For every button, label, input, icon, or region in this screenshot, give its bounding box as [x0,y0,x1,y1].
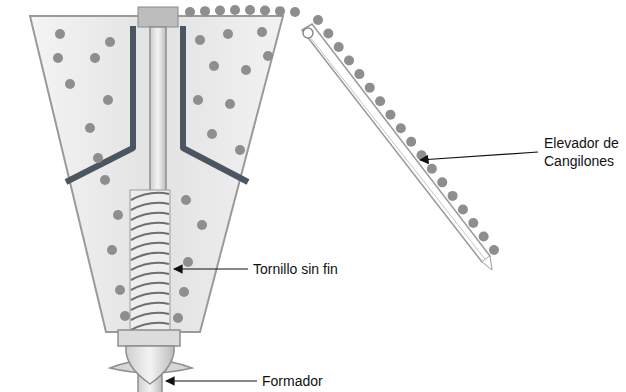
granule [225,99,235,109]
granule [406,137,416,147]
screw-thread [131,283,169,290]
elevator-tip [482,256,492,270]
leader-arrow [174,268,248,269]
granule [365,83,375,93]
granule [290,7,300,17]
screw-thread [131,253,169,260]
granule [53,53,63,63]
screw-thread [131,323,169,330]
granule [375,96,385,106]
granule [245,5,255,15]
part-label: Elevador de Cangilones [544,134,624,170]
granule [396,123,406,133]
elevator-pulley [303,28,313,38]
leader-arrow [166,380,257,381]
granule [107,245,117,255]
screw-thread [131,223,169,230]
granule [215,5,225,15]
screw-thread [131,193,169,200]
granule [195,35,205,45]
granule [65,79,75,89]
granule [209,61,219,71]
granules [53,5,499,323]
inner-baffle [66,26,133,182]
granule [207,129,217,139]
granule [85,123,95,133]
granule [185,7,195,17]
granule [448,191,458,201]
screw-thread [131,273,169,280]
granule [241,65,251,75]
granule [55,29,65,39]
granule [385,110,395,120]
granule [173,313,183,323]
granule [103,95,113,105]
inner-baffle [183,26,248,182]
granule [197,220,207,230]
granule [417,150,427,160]
granule [344,56,354,66]
granule [223,29,233,39]
granule [230,5,240,15]
granule [468,218,478,228]
screw-thread [131,313,169,320]
granule [113,210,123,220]
elevator-band [306,32,485,259]
granule [437,177,447,187]
screw-thread [131,193,169,330]
elevator-band [302,24,490,262]
screw-thread [131,213,169,220]
granule [313,15,323,25]
granule [354,69,364,79]
screw-thread [131,233,169,240]
granule [115,285,125,295]
top-cap [138,7,178,27]
granule [458,204,468,214]
screw-thread [131,203,169,210]
granule [93,153,103,163]
hopper [30,16,283,332]
granule [479,231,489,241]
granule [260,5,270,15]
screw-thread [131,263,169,270]
granule [100,175,110,185]
granule [427,164,437,174]
screw-thread [131,303,169,310]
screw-thread [131,243,169,250]
granule [90,53,100,63]
granule [193,95,203,105]
granule [200,6,210,16]
screw-body [130,190,170,332]
granule [105,37,115,47]
former-bulb [126,346,174,384]
screw-shaft [150,27,166,193]
granule [257,27,267,37]
granule [120,311,130,321]
part-label: Formador [262,372,323,390]
granule [263,51,273,61]
granule [334,42,344,52]
granule [235,145,245,155]
hopper-neck [118,330,180,346]
granule [183,257,193,267]
granule [179,287,189,297]
granule [323,29,333,39]
granule [275,6,285,16]
part-label: Tornillo sin fin [253,260,338,278]
leader-arrow [420,152,538,160]
granule [489,245,499,255]
granule [181,195,191,205]
screw-thread [131,293,169,300]
